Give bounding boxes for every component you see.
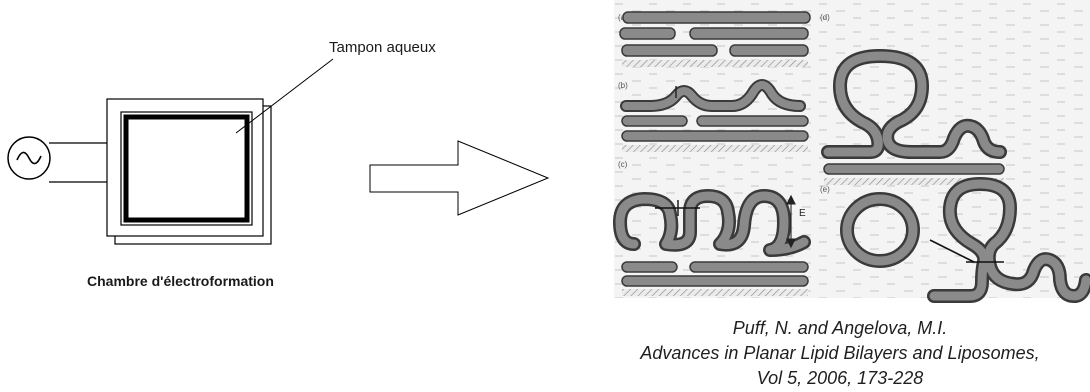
panel-b: (b) — [618, 79, 809, 152]
panel-e: (e) — [820, 177, 1090, 303]
process-arrow-icon — [369, 140, 550, 216]
chamber-gasket-outer — [120, 111, 253, 226]
panel-b-label: (b) — [618, 81, 628, 90]
chamber — [106, 98, 272, 245]
chamber-label: Chambre d'électroformation — [87, 273, 274, 289]
ac-source — [7, 136, 51, 180]
ac-source-icon — [7, 136, 51, 180]
panel-a: (a) — [618, 11, 811, 67]
chamber-gasket-inner — [123, 114, 250, 223]
vesicle-formation-figure: (a) (b) (c) — [613, 0, 1090, 303]
electrode-wires — [49, 142, 108, 183]
panel-c-label: (c) — [618, 160, 628, 169]
sine-wave-icon — [16, 151, 42, 165]
panel-d: (d) — [820, 13, 1007, 185]
buffer-leader-line — [235, 58, 334, 134]
panel-d-label: (d) — [820, 13, 830, 22]
field-label: E — [799, 208, 806, 219]
electric-field-arrow-icon — [786, 194, 796, 249]
panel-c: (c) E — [613, 160, 811, 296]
buffer-label: Tampon aqueux — [329, 39, 436, 56]
panel-e-label: (e) — [820, 185, 830, 194]
citation-authors: Puff, N. and Angelova, M.I. — [732, 318, 948, 338]
citation-volume: Vol 5, 2006, 173-228 — [756, 368, 924, 388]
citation-title: Advances in Planar Lipid Bilayers and Li… — [640, 343, 1040, 363]
